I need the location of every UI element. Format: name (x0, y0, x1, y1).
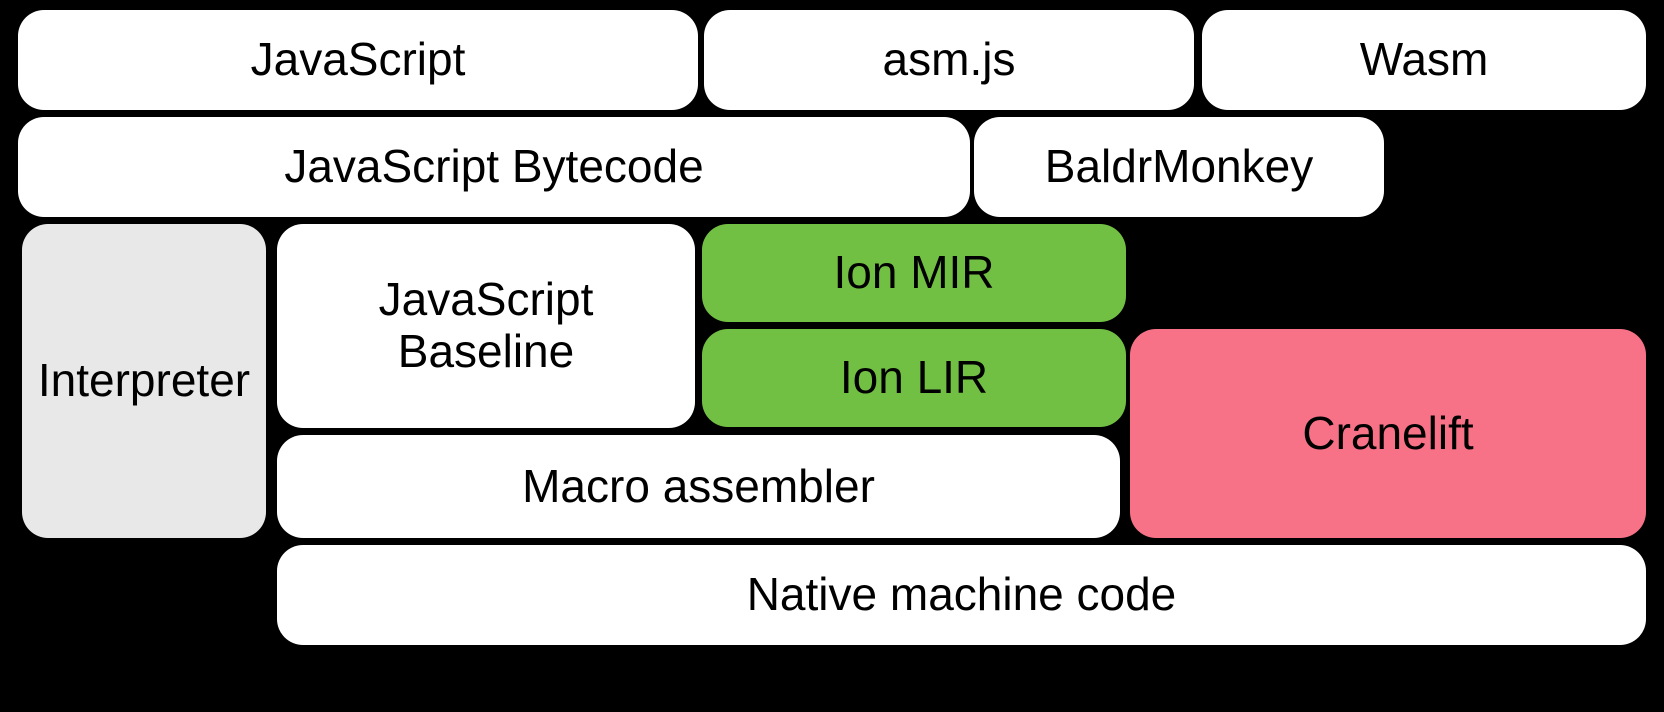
node-label: Wasm (1359, 33, 1489, 86)
node-label: Interpreter (37, 354, 251, 407)
node-label: JavaScript Bytecode (284, 140, 704, 193)
node-interpreter[interactable]: Interpreter (22, 224, 266, 538)
node-label: Ion LIR (839, 351, 989, 404)
node-ion-mir[interactable]: Ion MIR (702, 224, 1126, 322)
node-ion-lir[interactable]: Ion LIR (702, 329, 1126, 427)
node-label: JavaScript (250, 33, 466, 86)
node-cranelift[interactable]: Cranelift (1130, 329, 1646, 538)
node-label: asm.js (882, 33, 1016, 86)
node-native-machine-code[interactable]: Native machine code (277, 545, 1646, 645)
node-wasm[interactable]: Wasm (1202, 10, 1646, 110)
node-javascript-bytecode[interactable]: JavaScript Bytecode (18, 117, 970, 217)
node-label: Native machine code (746, 568, 1177, 621)
node-label: JavaScript Baseline (378, 273, 594, 377)
node-asm-js[interactable]: asm.js (704, 10, 1194, 110)
node-label: Ion MIR (833, 246, 995, 299)
node-macro-assembler[interactable]: Macro assembler (277, 435, 1120, 538)
node-label: Macro assembler (522, 459, 875, 512)
node-baldrmonkey[interactable]: BaldrMonkey (974, 117, 1384, 217)
node-javascript[interactable]: JavaScript (18, 10, 698, 110)
node-javascript-baseline[interactable]: JavaScript Baseline (277, 224, 695, 428)
node-label: BaldrMonkey (1044, 140, 1314, 193)
node-label: Cranelift (1302, 406, 1474, 459)
